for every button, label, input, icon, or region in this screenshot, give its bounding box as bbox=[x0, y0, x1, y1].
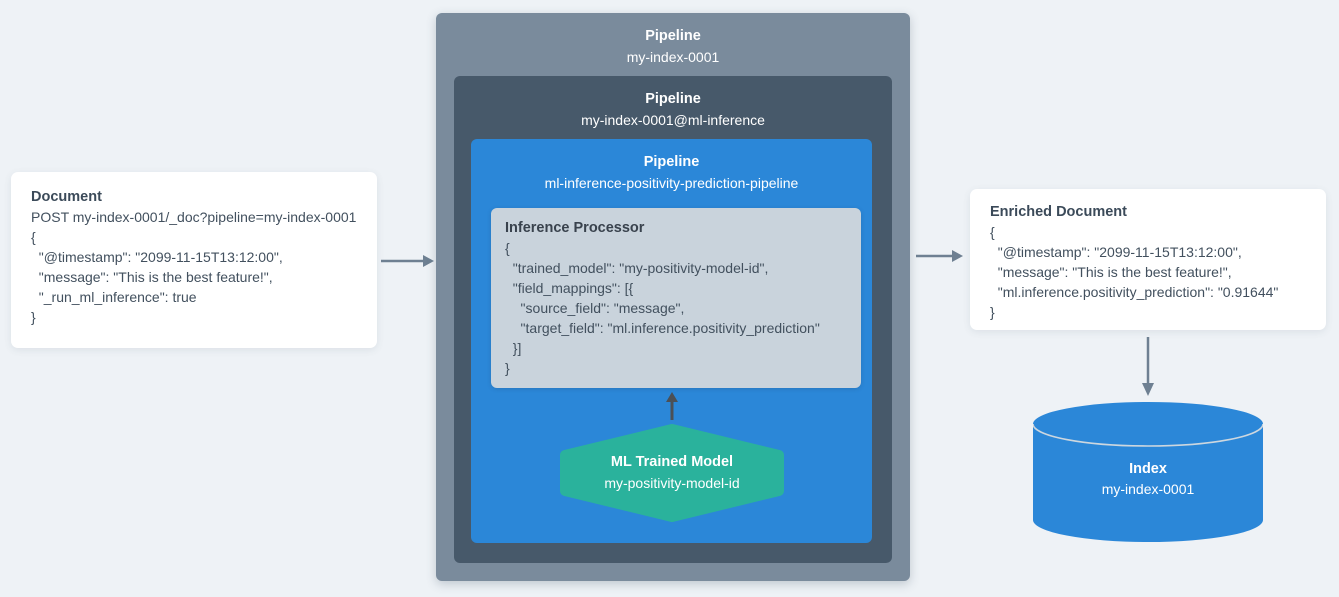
pipeline-inner-label: Pipeline bbox=[643, 154, 700, 170]
arrow-right-icon bbox=[381, 255, 434, 267]
pipeline-box-inner: Pipeline ml-inference-positivity-predict… bbox=[471, 139, 872, 543]
ml-trained-model-name: my-positivity-model-id bbox=[604, 475, 740, 491]
pipeline-middle-name: my-index-0001@ml-inference bbox=[581, 112, 765, 128]
pipeline-outer-name: my-index-0001 bbox=[626, 49, 720, 65]
pipeline-middle-label: Pipeline bbox=[645, 91, 701, 107]
ml-trained-model-hexagon: ML Trained Model my-positivity-model-id bbox=[560, 424, 784, 522]
arrow-right-icon bbox=[916, 250, 963, 262]
ml-trained-model-label: ML Trained Model my-positivity-model-id bbox=[560, 424, 784, 522]
pipeline-outer-header: Pipeline my-index-0001 bbox=[436, 13, 910, 68]
enriched-document-card: Enriched Document { "@timestamp": "2099-… bbox=[970, 189, 1326, 330]
enriched-document-code: { "@timestamp": "2099-11-15T13:12:00", "… bbox=[990, 224, 1279, 320]
index-title: Index bbox=[1129, 461, 1167, 477]
index-label: Index my-index-0001 bbox=[1033, 402, 1263, 542]
pipeline-inner-name: ml-inference-positivity-prediction-pipel… bbox=[544, 175, 799, 191]
document-card-title: Document bbox=[31, 189, 102, 205]
pipeline-middle-header: Pipeline my-index-0001@ml-inference bbox=[454, 76, 892, 131]
document-card-code: POST my-index-0001/_doc?pipeline=my-inde… bbox=[31, 209, 357, 325]
ml-trained-model-title: ML Trained Model bbox=[610, 454, 734, 470]
pipeline-box-middle: Pipeline my-index-0001@ml-inference Pipe… bbox=[454, 76, 892, 563]
arrow-down-icon bbox=[1142, 337, 1154, 396]
index-cylinder: Index my-index-0001 bbox=[1032, 402, 1264, 542]
pipeline-outer-label: Pipeline bbox=[645, 28, 701, 44]
pipeline-box-outer: Pipeline my-index-0001 Pipeline my-index… bbox=[436, 13, 910, 581]
index-name: my-index-0001 bbox=[1101, 481, 1195, 497]
hexagon-shape-icon bbox=[560, 424, 784, 522]
inference-processor-code: { "trained_model": "my-positivity-model-… bbox=[505, 240, 820, 376]
cylinder-shape-icon bbox=[1032, 402, 1264, 542]
inference-processor-card: Inference Processor { "trained_model": "… bbox=[491, 208, 861, 388]
enriched-document-title: Enriched Document bbox=[990, 204, 1127, 220]
document-card: Document POST my-index-0001/_doc?pipelin… bbox=[11, 172, 377, 348]
pipeline-inner-header: Pipeline ml-inference-positivity-predict… bbox=[471, 139, 872, 194]
inference-processor-title: Inference Processor bbox=[505, 220, 645, 236]
arrow-up-icon bbox=[666, 392, 678, 420]
